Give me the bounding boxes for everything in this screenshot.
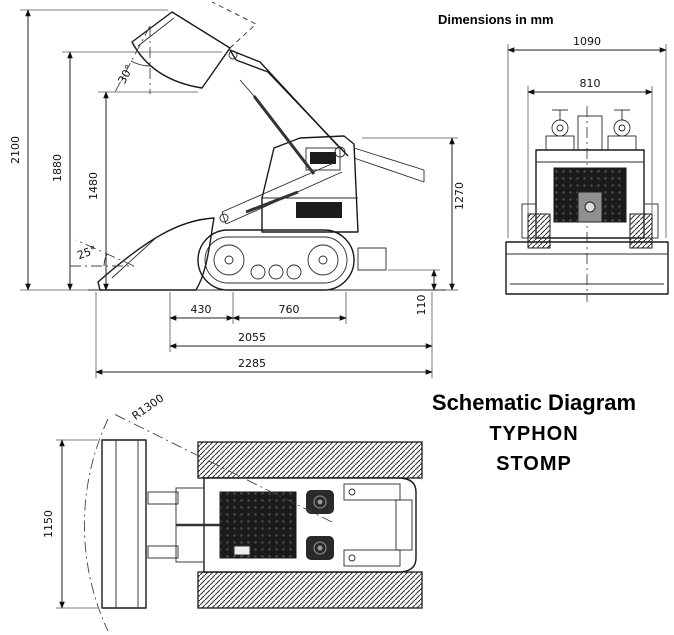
front-view: 1090 810 [505,35,669,302]
front-machine [505,106,669,302]
overall-height-dim: 2100 [9,136,22,164]
front-right-track [629,213,653,249]
dump-angle-dim: 30° [116,63,137,86]
overall-length-dim: 2285 [238,357,266,370]
track-width-dim: 810 [580,77,601,90]
raised-boom [228,49,349,175]
bucket-to-track-dim: 430 [191,303,212,316]
lift-cylinder [252,95,316,175]
raised-bucket [131,1,257,89]
top-upper-track [197,441,423,479]
top-machine [101,439,423,609]
side-track [197,229,355,291]
lowered-boom [219,161,343,225]
top-view: 1150 R1300 [42,392,423,632]
rear-bumper [357,247,387,271]
dump-height-dim: 1480 [87,172,100,200]
side-dimensions: 2100 1880 1480 1270 110 430 [9,9,466,378]
rear-sprocket [307,244,339,276]
bucket-hinge [228,50,238,60]
engine-block [296,202,342,218]
turning-radius-dim: R1300 [130,392,167,423]
operator-handle [353,147,425,183]
side-machine [88,1,446,291]
ground-bucket [97,217,215,291]
top-engine [219,491,297,559]
caption-model: STOMP [496,453,572,475]
length-no-bucket-dim: 2055 [238,331,266,344]
units-note: Dimensions in mm [438,12,554,27]
side-body [261,135,425,271]
bucket-angle-dim: 25° [75,243,98,262]
front-mast [577,115,603,151]
ground-clearance-dim: 110 [415,295,428,316]
radius-leader [113,413,333,523]
front-sprocket [213,244,245,276]
bucket-alt-position [211,1,257,49]
bucket-width-dim: 1150 [42,510,55,538]
turning-radius-arc [84,418,109,632]
hinge-height-dim: 1880 [51,154,64,182]
front-body [535,149,645,239]
caption-brand: TYPHON [489,423,579,445]
handle-height-dim: 1270 [453,182,466,210]
caption-title: Schematic Diagram [431,390,637,415]
front-dimensions: 1090 810 [507,35,667,238]
front-left-track [527,213,551,249]
caption: Schematic Diagram TYPHON STOMP [398,390,670,476]
top-bucket [101,439,147,609]
side-view: 2100 1880 1480 1270 110 430 [9,1,466,378]
overall-width-dim: 1090 [573,35,601,48]
front-bucket [505,241,669,295]
track-length-dim: 760 [279,303,300,316]
top-lower-track [197,571,423,609]
boom-pivot [334,146,346,158]
